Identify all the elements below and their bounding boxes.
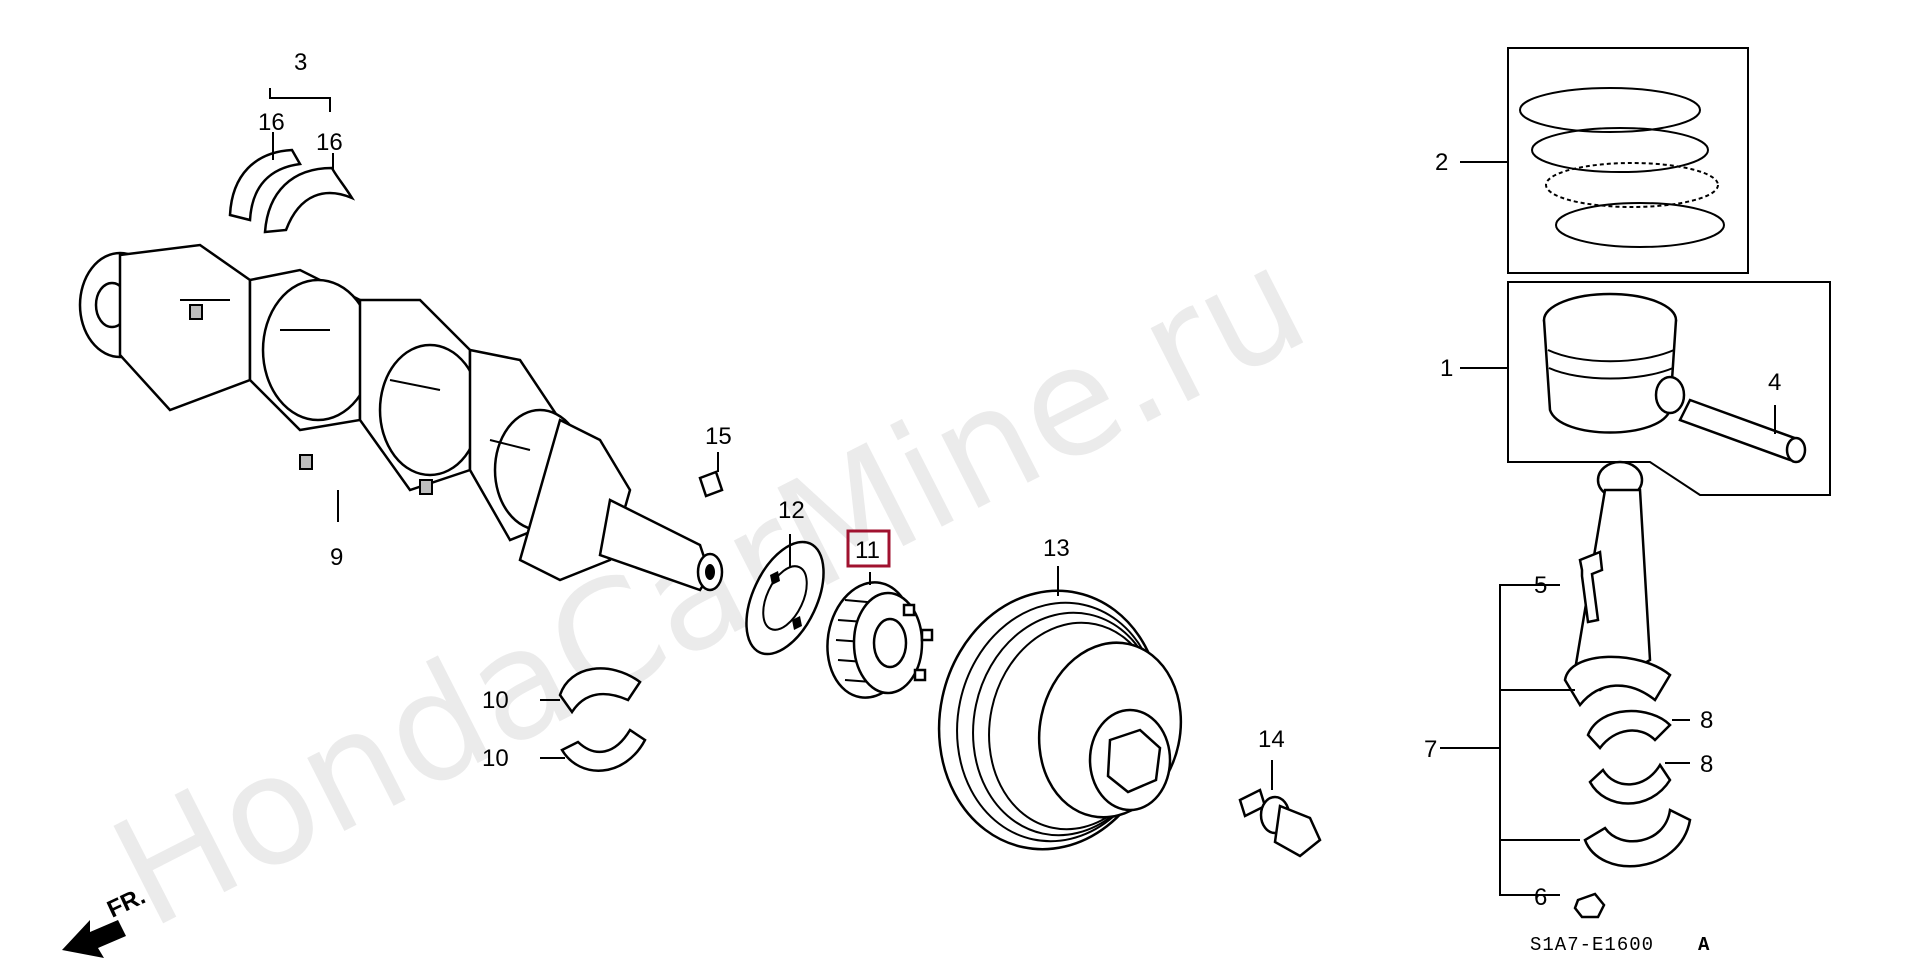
callout-2[interactable]: 2 [1435,149,1448,176]
piston-ring-set[interactable] [1519,87,1725,248]
callout-11[interactable]: 11 [855,537,880,564]
callout-8-lower[interactable]: 8 [1700,751,1713,778]
piston-ring-set-box [1507,47,1749,274]
connecting-rod-nut[interactable] [1573,892,1606,919]
callout-10-upper[interactable]: 10 [482,687,509,714]
callout-8-upper[interactable]: 8 [1700,707,1713,734]
main-bearing-lower[interactable] [560,728,647,772]
diagram-code-suffix: A [1698,934,1710,956]
main-bearing-upper[interactable] [558,667,642,715]
callout-6[interactable]: 6 [1534,884,1547,911]
piston-pin[interactable] [1678,398,1807,464]
crankshaft-pulley-bolt[interactable] [1238,788,1322,858]
thrust-washer-pair[interactable] [228,148,356,234]
callout-3[interactable]: 3 [294,49,307,76]
callout-5[interactable]: 5 [1534,572,1547,599]
front-direction-arrow: FR. [62,883,150,958]
callout-1[interactable]: 1 [1440,355,1453,382]
callout-15[interactable]: 15 [705,423,732,450]
callout-16-left[interactable]: 16 [258,109,285,136]
timing-belt-drive-pulley[interactable] [819,576,934,705]
callout-13[interactable]: 13 [1043,535,1070,562]
callout-11-highlight-box [846,529,891,568]
woodruff-key[interactable] [698,470,724,498]
callout-9[interactable]: 9 [330,544,343,571]
connecting-rod[interactable] [1563,460,1672,708]
piston[interactable] [1542,292,1686,434]
crankshaft-drawing[interactable] [78,243,724,592]
leader-lines [269,88,1776,896]
crankshaft-pulley[interactable] [915,570,1196,870]
callout-16-right[interactable]: 16 [316,129,343,156]
callout-7[interactable]: 7 [1424,736,1437,763]
piston-box [1507,281,1831,496]
callout-12[interactable]: 12 [778,497,805,524]
diagram-code: S1A7-E1600 [1530,934,1654,956]
callout-10-lower[interactable]: 10 [482,745,509,772]
connecting-rod-bearing-lower[interactable] [1588,762,1672,805]
crank-sensor-plate[interactable] [731,530,840,666]
callout-14[interactable]: 14 [1258,726,1285,753]
connecting-rod-cap[interactable] [1583,808,1692,868]
connecting-rod-bolt[interactable] [1578,550,1604,624]
connecting-rod-bearing-upper[interactable] [1586,709,1672,750]
callout-4[interactable]: 4 [1768,369,1781,396]
